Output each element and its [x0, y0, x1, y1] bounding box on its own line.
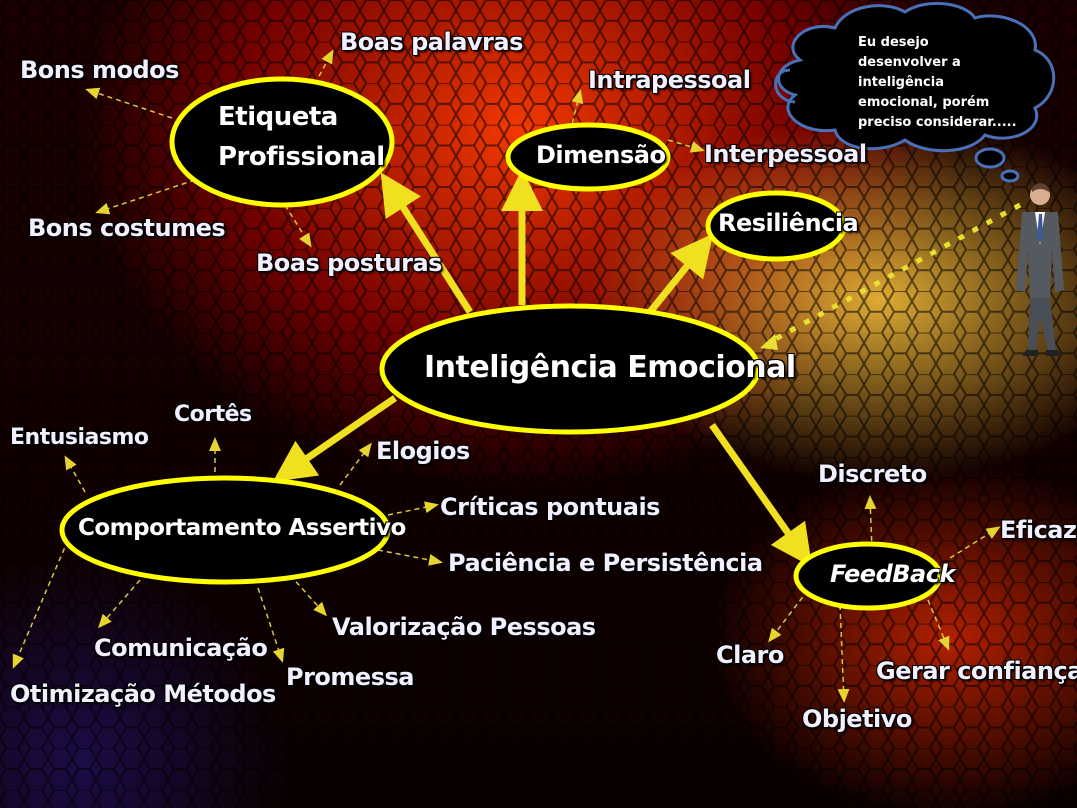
businessman-figure: [1016, 183, 1064, 356]
label-bons-costumes: Bons costumes: [28, 214, 226, 242]
etiqueta-node-ellipse: [169, 76, 395, 208]
etiqueta-node-label-line1: Etiqueta: [218, 102, 338, 132]
resiliencia-node-label: Resiliência: [718, 209, 859, 237]
comportamento-node-ellipse: [59, 475, 391, 585]
label-objetivo: Objetivo: [802, 705, 912, 733]
connector-criticas: [387, 501, 439, 516]
label-elogios: Elogios: [376, 437, 470, 465]
feedback-node-label: FeedBack: [830, 560, 955, 588]
etiqueta-node-label-line2: Profissional: [218, 142, 385, 172]
label-comunicacao: Comunicação: [94, 634, 268, 662]
label-paciencia: Paciência e Persistência: [448, 549, 763, 577]
arrow-to-resiliencia: [647, 233, 714, 315]
resiliencia-node-ellipse: [705, 190, 847, 262]
central-node-ellipse: [379, 303, 761, 435]
label-intrapessoal: Intrapessoal: [588, 66, 751, 94]
label-gerar-confianca: Gerar confiança: [876, 657, 1077, 685]
connector-bons-costumes: [95, 179, 196, 215]
label-interpessoal: Interpessoal: [704, 140, 867, 168]
connector-paciencia: [377, 549, 443, 566]
label-boas-posturas: Boas posturas: [256, 249, 442, 277]
connector-elogios: [339, 442, 372, 486]
central-node-label: Inteligência Emocional: [424, 350, 796, 385]
thought-bubble: [774, 1, 1056, 183]
thought-dot-large: [974, 147, 1006, 169]
dimensao-node-ellipse: [505, 122, 671, 192]
label-boas-palavras: Boas palavras: [340, 28, 523, 56]
connector-bons-modos: [85, 87, 173, 119]
connector-gerar-confianca: [927, 599, 950, 651]
comportamento-node-label: Comportamento Assertivo: [78, 515, 406, 541]
connector-boas-posturas: [284, 204, 312, 248]
dimensao-node-label: Dimensão: [536, 141, 666, 169]
label-discreto: Discreto: [818, 460, 927, 488]
label-eficaz: Eficaz: [1000, 516, 1077, 544]
label-valorizacao: Valorização Pessoas: [332, 613, 596, 641]
connector-objetivo: [837, 604, 850, 703]
connector-entusiasmo: [64, 455, 86, 493]
label-otimizacao: Otimização Métodos: [10, 680, 276, 708]
connector-promessa: [257, 587, 285, 663]
arrow-to-comportamento: [272, 395, 397, 482]
connector-comunicacao: [98, 579, 141, 629]
connector-claro: [768, 589, 809, 643]
label-claro: Claro: [716, 641, 784, 669]
label-criticas: Críticas pontuais: [440, 493, 660, 521]
connector-valorizacao: [289, 574, 328, 617]
label-cortes: Cortês: [174, 402, 252, 427]
dotted-connector-arrowhead: [760, 334, 778, 350]
label-entusiasmo: Entusiasmo: [10, 425, 149, 450]
connector-otimizacao: [12, 539, 69, 669]
label-bons-modos: Bons modos: [20, 56, 179, 84]
arrow-to-feedback: [709, 422, 813, 568]
connector-intrapessoal: [569, 89, 584, 133]
feedback-node-ellipse: [793, 541, 943, 611]
connector-eficaz: [949, 526, 1001, 559]
arrow-to-etiqueta: [380, 172, 473, 314]
thought-dot-small: [1000, 169, 1020, 183]
label-promessa: Promessa: [286, 663, 414, 691]
thought-bubble-text: Eu desejo desenvolver a inteligência emo…: [858, 35, 1017, 130]
connector-interpessoal: [667, 139, 705, 153]
